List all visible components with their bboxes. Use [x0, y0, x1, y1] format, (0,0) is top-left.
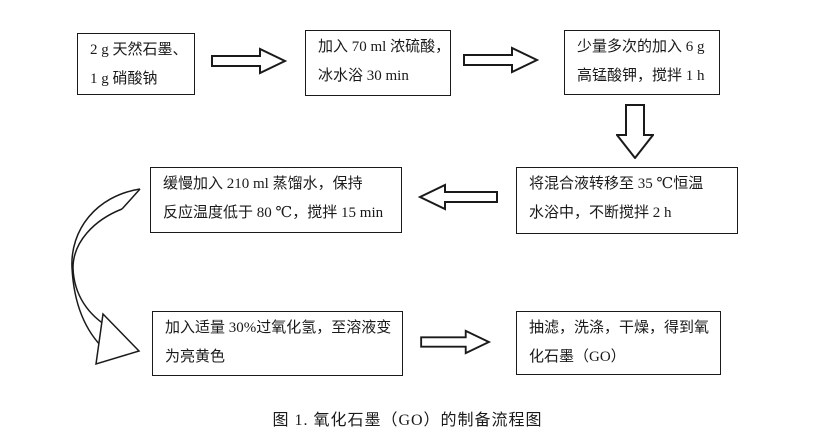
step-text: 冰水浴 30 min — [318, 68, 409, 84]
curved-arrow-icon — [71, 188, 141, 366]
step-text: 反应温度低于 80 ℃，搅拌 15 min — [163, 205, 384, 221]
flow-step-7: 抽滤，洗涤，干燥，得到氧 化石墨（GO） — [516, 311, 721, 375]
step-text: 抽滤，洗涤，干燥，得到氧 — [529, 320, 710, 336]
step-text: 加入适量 30%过氧化氢，至溶液变 — [165, 320, 392, 336]
arrow-right-icon — [463, 46, 539, 74]
flow-step-3: 少量多次的加入 6 g 高锰酸钾，搅拌 1 h — [564, 30, 720, 95]
step-text: 水浴中，不断搅拌 2 h — [529, 205, 672, 221]
step-text: 少量多次的加入 6 g — [577, 39, 705, 55]
step-text: 加入 70 ml 浓硫酸， — [318, 39, 451, 55]
step-text: 高锰酸钾，搅拌 1 h — [577, 68, 705, 84]
flow-step-4: 将混合液转移至 35 ℃恒温 水浴中，不断搅拌 2 h — [516, 167, 738, 234]
flow-step-1: 2 g 天然石墨、 1 g 硝酸钠 — [77, 33, 195, 95]
arrow-down-icon — [616, 104, 654, 159]
step-text: 缓慢加入 210 ml 蒸馏水，保持 — [163, 176, 363, 192]
step-text: 将混合液转移至 35 ℃恒温 — [529, 176, 704, 192]
arrow-right-icon — [211, 47, 287, 75]
flow-step-5: 缓慢加入 210 ml 蒸馏水，保持 反应温度低于 80 ℃，搅拌 15 min — [150, 167, 402, 233]
flow-step-2: 加入 70 ml 浓硫酸， 冰水浴 30 min — [305, 30, 451, 96]
flow-step-6: 加入适量 30%过氧化氢，至溶液变 为亮黄色 — [152, 311, 403, 376]
step-text: 为亮黄色 — [165, 349, 226, 365]
arrow-right-icon — [420, 329, 492, 355]
arrow-left-icon — [418, 183, 498, 211]
step-text: 2 g 天然石墨、 — [90, 42, 188, 58]
step-text: 化石墨（GO） — [529, 349, 626, 365]
step-text: 1 g 硝酸钠 — [90, 71, 158, 87]
figure-caption: 图 1. 氧化石墨（GO）的制备流程图 — [272, 412, 543, 429]
